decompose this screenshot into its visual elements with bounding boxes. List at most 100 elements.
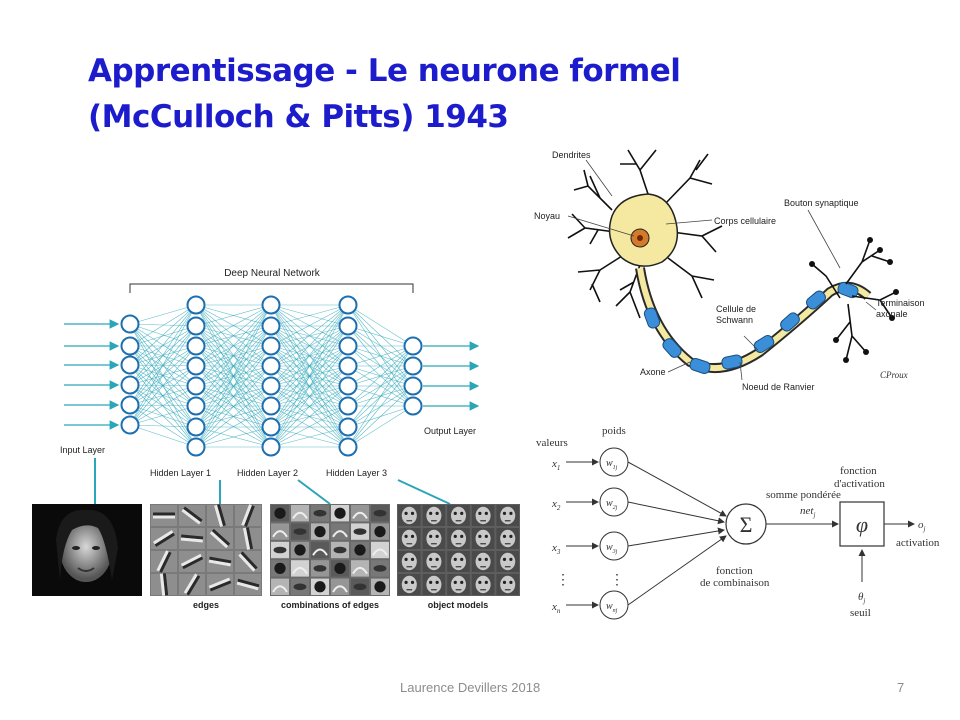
feature-tile (471, 551, 495, 572)
feature-tile (331, 541, 349, 559)
feature-tile (422, 528, 446, 549)
feature-tile (331, 505, 349, 522)
page-number: 7 (897, 680, 905, 695)
dnn-connection (270, 304, 349, 327)
dnn-connection (195, 304, 272, 448)
dnn-connection (129, 304, 197, 347)
feature-tile (207, 574, 233, 595)
hidden-layer-3-label: Hidden Layer 3 (326, 468, 387, 478)
feature-tile (496, 551, 519, 572)
label-activation: activation (896, 537, 940, 549)
sigma-symbol: Σ (740, 512, 753, 537)
object-models-grid (397, 504, 520, 596)
feature-tile (371, 578, 389, 595)
dnn-node (338, 295, 358, 315)
feature-tile (331, 523, 349, 540)
feature-tile (331, 560, 349, 577)
dnn-node (261, 376, 281, 396)
neuron-leader-lines (567, 159, 877, 381)
svg-text:x2: x2 (551, 498, 561, 512)
feature-tile (311, 578, 329, 595)
svg-text:w1j: w1j (606, 458, 618, 471)
label-bouton: Bouton synaptique (784, 198, 859, 208)
dnn-connection (195, 405, 272, 448)
label-somme: somme pondérée (766, 489, 841, 501)
deep-neural-network-diagram: Deep Neural Network Input Layer Hidden L… (32, 268, 520, 610)
svg-text:x1: x1 (551, 458, 560, 472)
dnn-node (338, 417, 358, 437)
svg-text:x3: x3 (551, 542, 561, 556)
svg-text:xn: xn (551, 601, 561, 615)
label-oj: oj (918, 519, 926, 533)
dnn-connection (129, 424, 197, 428)
feature-tile (311, 523, 329, 540)
dnn-connection (129, 325, 197, 426)
feature-tile (447, 551, 470, 572)
dnn-connection (195, 304, 272, 327)
formal-neuron-diagram: valeurs poids x1 w1j x2 w2j x3 w3j ⋮ ⋮ x… (536, 425, 940, 620)
feature-tile (311, 505, 329, 522)
feature-tile (235, 527, 261, 550)
input-x2: x2 w2j (551, 487, 629, 517)
dnn-connection (195, 304, 272, 387)
label-ranvier: Noeud de Ranvier (742, 382, 815, 392)
dnn-connection (347, 385, 414, 448)
dnn-connection (270, 405, 349, 448)
dnn-node (261, 356, 281, 376)
feature-tile (447, 528, 470, 549)
dnn-node (261, 336, 281, 356)
feature-tile (235, 574, 261, 595)
feature-tile (422, 574, 446, 595)
weight-to-sum-lines (627, 461, 727, 606)
feature-tile (371, 541, 389, 559)
feature-tile (398, 574, 421, 595)
feature-tile (311, 541, 329, 559)
label-theta: θj (858, 591, 865, 605)
feature-tile (351, 523, 369, 540)
combinations-feature-grid (270, 504, 390, 596)
label-poids: poids (602, 425, 626, 437)
dnn-connection (347, 325, 414, 347)
dnn-node (120, 336, 140, 356)
slide-title: Apprentissage - Le neurone formel (McCul… (88, 48, 728, 140)
feature-tile (398, 551, 421, 572)
dnn-node (186, 295, 206, 315)
feature-tile (471, 505, 495, 526)
dnn-node (186, 376, 206, 396)
label-fonction-activation-1: fonction (840, 465, 877, 477)
feature-tile (271, 541, 289, 559)
dnn-connection (270, 426, 349, 448)
label-noyau: Noyau (534, 211, 560, 221)
dnn-header-label: Deep Neural Network (224, 268, 321, 279)
activation-box (839, 501, 885, 547)
dnn-connection (129, 304, 197, 406)
feature-tile (271, 578, 289, 595)
dnn-connection (347, 345, 414, 448)
svg-text:wnj: wnj (606, 601, 618, 614)
dnn-connection (270, 325, 349, 448)
dnn-connection (195, 325, 272, 347)
nucleolus (637, 235, 643, 241)
label-schwann-2: Schwann (716, 315, 753, 325)
dnn-connection (347, 345, 414, 428)
label-fonction-combinaison-1: fonction (716, 565, 753, 577)
feature-tile (207, 528, 233, 549)
face-photo (32, 504, 142, 596)
svg-text:w2j: w2j (606, 498, 618, 511)
feature-tile (271, 523, 289, 540)
feature-tile (291, 560, 309, 577)
dnn-connection (270, 365, 349, 448)
dnn-output-arrows (423, 341, 480, 411)
dnn-node (261, 417, 281, 437)
dnn-node (186, 336, 206, 356)
dnn-connection (195, 365, 272, 448)
footer-author: Laurence Devillers 2018 (400, 680, 541, 695)
feature-tile (291, 505, 309, 522)
dnn-connection (270, 325, 349, 347)
dnn-node (261, 295, 281, 315)
dnn-node (338, 376, 358, 396)
dnn-connection (347, 304, 414, 367)
biological-neuron-diagram: Dendrites Noyau Corps cellulaire Bouton … (534, 149, 925, 392)
label-axone: Axone (640, 367, 666, 377)
input-x1: x1 w1j (551, 447, 629, 477)
